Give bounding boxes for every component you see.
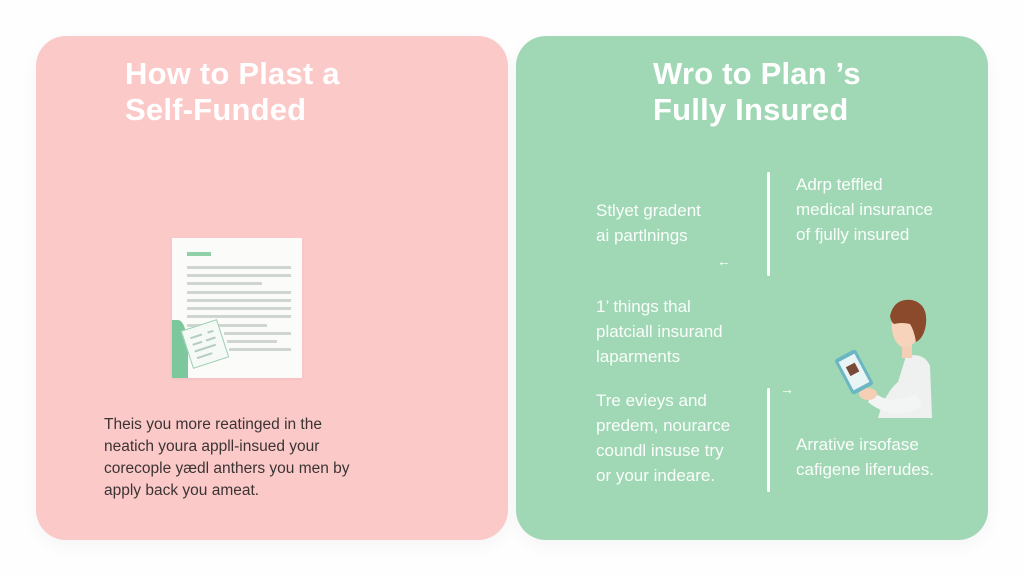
top-left-block: Stlyet gradent ai partlnings bbox=[596, 198, 701, 248]
document-icon bbox=[172, 238, 302, 378]
fully-insured-title: Wro to Plan ’s Fully Insured bbox=[653, 56, 861, 128]
bottom-left-block: Tre eviеys and predem, nourarce coundl i… bbox=[596, 388, 730, 488]
document-line bbox=[187, 315, 291, 318]
title-line-2: Fully Insured bbox=[653, 92, 849, 127]
text-line: predem, nourarce bbox=[596, 416, 731, 435]
text-line: Adrp teffled bbox=[796, 175, 883, 194]
document-line bbox=[229, 348, 291, 351]
document-line bbox=[227, 340, 277, 343]
self-funded-card: How to Plast a Self-Funded Theis you mor… bbox=[36, 36, 508, 540]
document-line bbox=[187, 282, 262, 285]
description-line: neatich youra appll-insued your bbox=[104, 438, 320, 455]
text-line: cafigene liferudes. bbox=[796, 460, 934, 479]
document-line bbox=[187, 274, 291, 277]
document-line bbox=[187, 299, 291, 302]
vertical-divider-top bbox=[767, 172, 770, 276]
description-line: Theis you more reatinged in the bbox=[104, 416, 322, 433]
text-line: Stlyet gradent bbox=[596, 201, 701, 220]
text-line: laparments bbox=[596, 347, 681, 366]
description-line: corecople yædl anthers you men by bbox=[104, 460, 350, 477]
text-line: platciall insurand bbox=[596, 322, 723, 341]
text-line: medical insurance bbox=[796, 200, 934, 219]
arrow-left-icon: ← bbox=[717, 253, 731, 269]
text-line: coundl insuse try bbox=[596, 441, 724, 460]
top-right-block: Adrp teffled medical insurance of fjully… bbox=[796, 172, 933, 247]
arrow-right-icon: → bbox=[780, 381, 794, 397]
bottom-right-block: Arrative irsofase cafigene liferudes. bbox=[796, 432, 934, 482]
person-with-phone-icon bbox=[806, 294, 946, 434]
text-line: 1’ things thal bbox=[596, 297, 691, 316]
text-line: Arrative irsofase bbox=[796, 435, 919, 454]
self-funded-description: Theis you more reatinged in the neatich … bbox=[104, 414, 404, 502]
text-line: of fjully insured bbox=[796, 225, 910, 244]
description-line: apply back you ameat. bbox=[104, 482, 260, 499]
title-line-2: Self-Funded bbox=[125, 92, 307, 127]
fully-insured-card: Wro to Plan ’s Fully Insured Stlyet grad… bbox=[516, 36, 988, 540]
document-heading-bar bbox=[187, 252, 211, 256]
document-line bbox=[187, 266, 291, 269]
title-line-1: How to Plast a bbox=[125, 56, 340, 91]
self-funded-title: How to Plast a Self-Funded bbox=[125, 56, 340, 128]
document-line bbox=[224, 332, 291, 335]
document-line bbox=[187, 324, 267, 327]
document-line bbox=[187, 291, 291, 294]
text-line: or your indeare. bbox=[596, 466, 716, 485]
vertical-divider-bottom bbox=[767, 388, 770, 492]
document-line bbox=[187, 307, 291, 310]
text-line: ai partlnings bbox=[596, 226, 688, 245]
title-line-1: Wro to Plan ’s bbox=[653, 56, 861, 91]
text-line: Tre eviеys and bbox=[596, 391, 707, 410]
middle-left-block: 1’ things thal platciall insurand laparm… bbox=[596, 294, 723, 369]
